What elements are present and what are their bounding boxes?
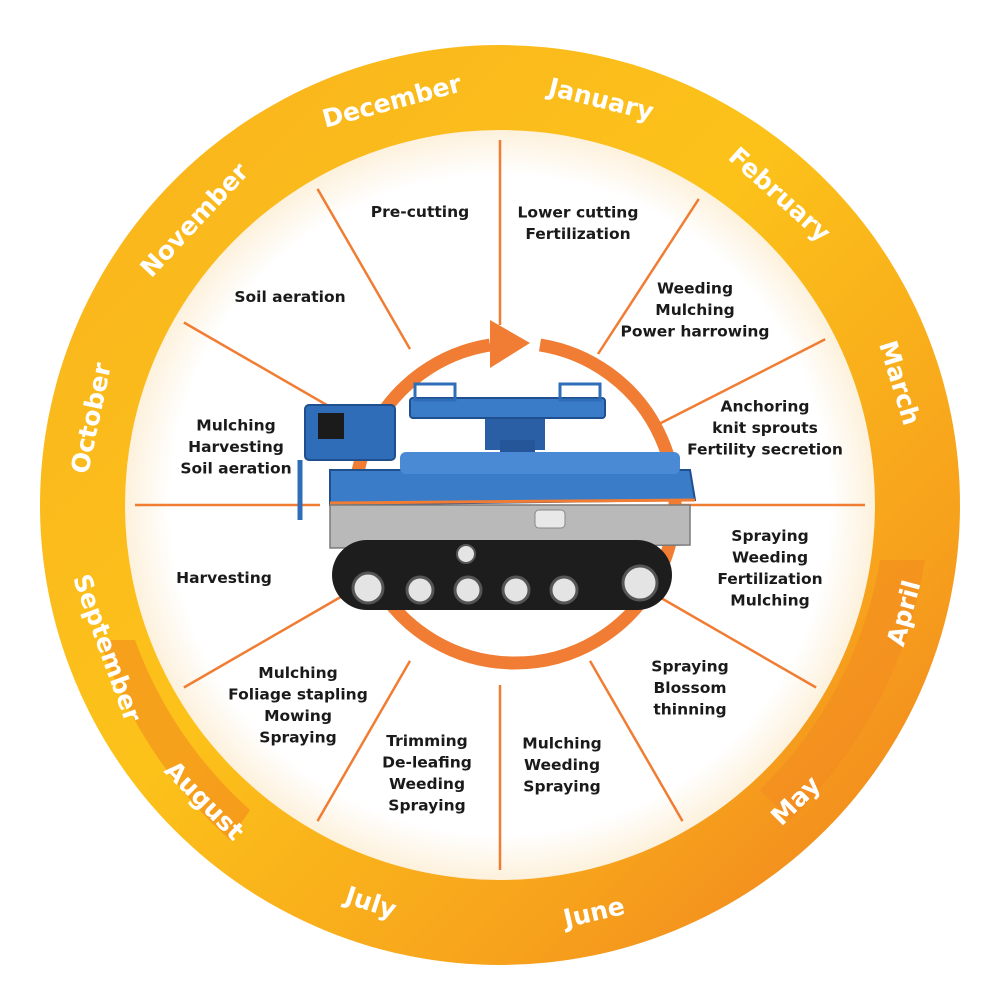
- task-line: thinning: [653, 701, 726, 719]
- segment-tasks-12: Pre-cutting: [371, 203, 469, 221]
- task-line: Power harrowing: [620, 323, 769, 341]
- segment-divider: [659, 338, 826, 425]
- task-line: Mulching: [258, 664, 337, 682]
- task-line: Mulching: [196, 417, 275, 435]
- segment-divider: [655, 593, 817, 689]
- robot-housing: [329, 504, 691, 549]
- task-line: Mulching: [655, 301, 734, 319]
- robot-wheel: [405, 575, 435, 605]
- task-line: Anchoring: [721, 398, 810, 416]
- task-line: Blossom: [653, 679, 726, 697]
- task-line: Weeding: [524, 756, 600, 774]
- task-line: Mulching: [522, 735, 601, 753]
- segment-divider: [316, 660, 412, 822]
- robot-wheel: [456, 544, 476, 564]
- task-line: Spraying: [388, 796, 465, 814]
- segment-divider: [596, 198, 700, 355]
- task-line: Trimming: [386, 732, 468, 750]
- robot-wheels: [351, 544, 659, 605]
- task-line: knit sprouts: [712, 419, 818, 437]
- robot-track: [332, 540, 672, 610]
- task-line: Fertilization: [525, 225, 630, 243]
- robot-boom-rail-right: [558, 382, 602, 402]
- robot-wheel: [549, 575, 579, 605]
- task-line: Harvesting: [176, 569, 272, 587]
- robot-body-top: [400, 452, 680, 474]
- task-line: Spraying: [523, 778, 600, 796]
- task-line: De-leafing: [382, 753, 472, 771]
- task-line: Foliage stapling: [228, 685, 368, 703]
- task-line: Fertilization: [717, 570, 822, 588]
- robot-wheel: [621, 564, 659, 602]
- task-line: Weeding: [389, 775, 465, 793]
- segment-tasks-11: Soil aeration: [234, 288, 345, 306]
- task-line: Soil aeration: [234, 288, 345, 306]
- segment-divider: [316, 188, 412, 350]
- robot-wheel: [351, 571, 385, 605]
- task-line: Spraying: [731, 527, 808, 545]
- task-line: Spraying: [651, 658, 728, 676]
- robot-wheel: [501, 575, 531, 605]
- robot-wheel: [453, 575, 483, 605]
- task-line: Weeding: [657, 280, 733, 298]
- robot-icon: [297, 382, 697, 610]
- segment-dividers: [135, 140, 865, 870]
- task-line: Lower cutting: [518, 203, 639, 221]
- segment-divider: [183, 321, 345, 417]
- robot-housing-panel: [534, 509, 566, 529]
- task-line: Harvesting: [188, 438, 284, 456]
- robot-stripe: [329, 498, 696, 505]
- task-line: Mulching: [730, 591, 809, 609]
- ring-accent-right: [760, 560, 925, 820]
- task-line: Mowing: [264, 707, 332, 725]
- task-line: Weeding: [732, 548, 808, 566]
- ring-accent-left: [100, 640, 250, 840]
- segment-divider: [183, 593, 345, 689]
- task-line: Soil aeration: [180, 460, 291, 478]
- cycle-arrow-head-icon: [490, 320, 530, 368]
- task-line: Spraying: [259, 728, 336, 746]
- task-line: Pre-cutting: [371, 203, 469, 221]
- segment-tasks-9: Harvesting: [176, 569, 272, 587]
- robot-screen: [318, 413, 344, 439]
- robot-boom-rail-left: [413, 382, 457, 402]
- task-line: Fertility secretion: [687, 441, 843, 459]
- robot-boom: [409, 397, 606, 419]
- segment-divider: [588, 660, 684, 822]
